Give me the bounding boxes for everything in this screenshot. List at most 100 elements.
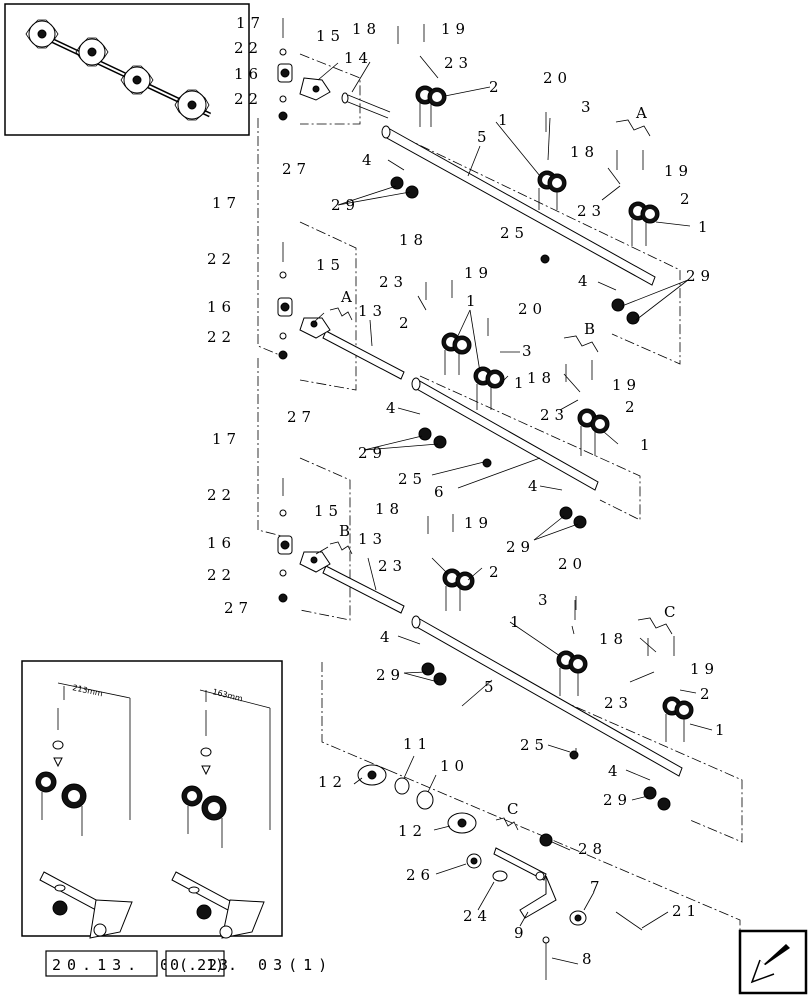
reference-plain-c: . 03(1) (228, 956, 333, 974)
callout-20: 20 (558, 555, 587, 573)
callout-14: 14 (344, 49, 373, 67)
callout-19: 19 (441, 20, 470, 38)
hardware (277, 18, 675, 980)
callout-A: A (635, 104, 652, 122)
inset-left-assembly: 213mm (35, 682, 133, 939)
callout-2: 2 (489, 78, 504, 96)
callout-4: 4 (380, 628, 395, 646)
callout-22: 22 (207, 328, 236, 346)
callout-29: 29 (506, 538, 535, 556)
callout-15: 15 (316, 256, 345, 274)
nut-28 (539, 833, 553, 847)
callout-4: 4 (528, 477, 543, 495)
callout-3: 3 (522, 342, 537, 360)
disc-12a (357, 764, 387, 786)
callout-A: A (340, 288, 357, 306)
callout-19: 19 (464, 514, 493, 532)
callout-18: 18 (352, 20, 381, 38)
callout-23: 23 (379, 273, 408, 291)
callout-18: 18 (399, 231, 428, 249)
callout-22: 22 (207, 566, 236, 584)
callout-1: 1 (466, 292, 481, 310)
callout-22: 22 (207, 250, 236, 268)
washer-24 (492, 870, 508, 882)
callout-21: 21 (672, 902, 701, 920)
bearing-16-row2 (277, 297, 293, 317)
shaft-row-3 (322, 565, 683, 777)
callout-2: 2 (489, 563, 504, 581)
pin-8 (542, 936, 550, 980)
callout-28: 28 (578, 840, 607, 858)
callout-7: 7 (590, 878, 605, 896)
callout-16: 16 (207, 534, 236, 552)
callout-B: B (584, 320, 600, 338)
callout-C: C (664, 603, 680, 621)
callout-19: 19 (464, 264, 493, 282)
callout-3: 3 (538, 591, 553, 609)
nuts-29 (390, 176, 671, 811)
callout-27: 27 (282, 160, 311, 178)
nuts-25 (482, 254, 579, 760)
leader-lines (313, 55, 713, 965)
reference-plain-a: 0 (160, 956, 175, 974)
callout-15: 15 (316, 27, 345, 45)
callout-26: 26 (406, 866, 435, 884)
callout-17: 17 (212, 430, 241, 448)
callout-1: 1 (510, 613, 525, 631)
callout-23: 23 (604, 694, 633, 712)
callout-4: 4 (578, 272, 593, 290)
callout-2: 2 (399, 314, 414, 332)
callout-25: 25 (520, 736, 549, 754)
reference-boxed-b: 23 (208, 956, 230, 974)
callout-29: 29 (358, 444, 387, 462)
bearing-16-row1 (277, 63, 293, 83)
callout-11: 11 (403, 735, 432, 753)
disc-12b (447, 812, 477, 834)
callout-20: 20 (543, 69, 572, 87)
washers-22 (279, 48, 287, 577)
callout-9: 9 (514, 924, 529, 942)
callout-B: B (339, 522, 355, 540)
callout-19: 19 (690, 660, 719, 678)
callout-C: C (507, 800, 523, 818)
nut-26 (466, 853, 482, 869)
shaft-row-1 (341, 92, 656, 286)
thumbnail-assembly-view (4, 3, 250, 136)
bushing-10 (416, 790, 434, 810)
callout-2: 2 (625, 398, 640, 416)
callout-4: 4 (362, 151, 377, 169)
callout-1: 1 (514, 374, 529, 392)
reference-boxed-a: 20.13. (52, 956, 142, 974)
flange-15-row1 (299, 77, 331, 101)
callout-23: 23 (540, 406, 569, 424)
inset-detail-panel: 213mm 163mm (21, 660, 283, 939)
callout-10: 10 (440, 757, 469, 775)
callout-19: 19 (612, 376, 641, 394)
callout-19: 19 (664, 162, 693, 180)
view-markers (329, 119, 673, 831)
callout-27: 27 (287, 408, 316, 426)
callout-15: 15 (314, 502, 343, 520)
callout-25: 25 (500, 224, 529, 242)
callout-13: 13 (358, 302, 387, 320)
bolts-18-19 (397, 24, 675, 656)
callout-12: 12 (398, 822, 427, 840)
bushing-11 (394, 777, 410, 795)
callout-1: 1 (640, 436, 655, 454)
callout-20: 20 (518, 300, 547, 318)
callout-29: 29 (686, 267, 715, 285)
callout-18: 18 (527, 369, 556, 387)
shaft-row-2 (322, 330, 599, 491)
callout-13: 13 (358, 530, 387, 548)
callout-labels: 17 22 16 22 27 15 14 18 19 23 2 20 3 1 5… (207, 14, 725, 968)
callout-22: 22 (234, 90, 263, 108)
callout-16: 16 (207, 298, 236, 316)
back-arrow-icon[interactable] (738, 929, 808, 995)
callout-12: 12 (318, 773, 347, 791)
bearing-16-row3 (277, 535, 293, 555)
springs (415, 85, 694, 742)
callout-2: 2 (680, 190, 695, 208)
knob-7 (569, 910, 587, 926)
callout-24: 24 (463, 907, 492, 925)
